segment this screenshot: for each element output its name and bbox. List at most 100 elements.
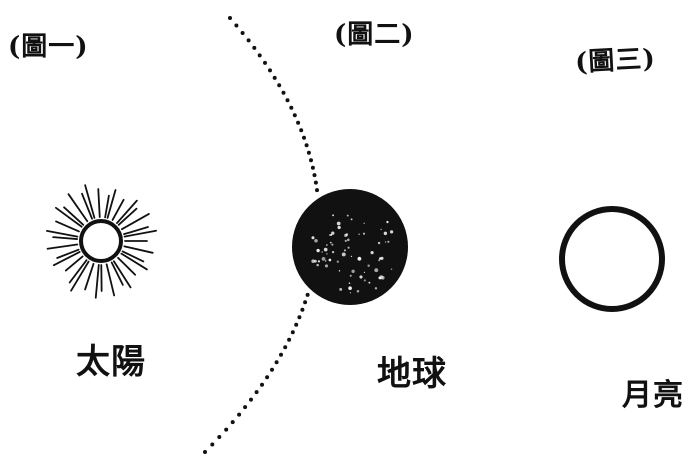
orbit-dot [249,398,253,402]
earth-speck [330,242,332,244]
orbit-dot [286,98,290,102]
sun-label: 太陽 [76,334,146,383]
earth-speck [384,232,387,235]
orbit-dot [294,323,298,327]
earth-speck [326,253,327,254]
sun-ray [96,265,99,298]
earth-speck [364,272,365,273]
orbit-dot [234,24,238,28]
earth-speck [358,257,359,258]
earth-label: 地球 [377,346,447,395]
sun-ray [124,246,152,252]
orbit-dot [314,181,318,185]
orbit-dot [306,293,310,297]
earth-speck [321,251,323,253]
orbit-dot [224,428,228,432]
earth-speck [368,282,370,284]
earth-speck [342,252,346,256]
earth-speck [350,275,352,277]
moon-circle [562,209,662,309]
earth-speck [331,232,334,235]
orbit-dot [283,345,287,349]
earth-speck [325,260,326,261]
earth-speck [385,241,386,242]
earth-speck [337,222,341,226]
orbit-dot [303,300,307,304]
orbit-dot [265,375,269,379]
sun-ray [125,231,156,237]
earth-speck [314,239,318,243]
earth-speck [367,264,369,266]
orbit-dot [315,188,319,192]
earth-speck [349,282,351,284]
earth-speck [378,242,380,244]
earth-speck [370,251,373,254]
orbit-dot [210,443,214,447]
earth-speck [326,244,328,246]
orbit-dot [258,53,262,57]
sun-ray [47,231,77,237]
earth-speck [329,234,330,235]
sun-ray [53,237,77,239]
orbit-dot [252,46,256,50]
sun-symbol [47,185,156,298]
earth-speck [337,261,339,263]
earth-speck [387,241,389,243]
earth-speck [357,290,360,293]
orbit-dot [313,173,317,177]
earth-speck [331,244,333,246]
orbit-dot [291,330,295,334]
orbit-dot [243,405,247,409]
orbit-dot [293,113,297,117]
orbit-dot [275,360,279,364]
sun-ray [98,189,99,217]
sun-ray [122,214,149,229]
earth-speck [351,270,354,273]
orbit-dot [270,368,274,372]
orbit-dot [263,61,267,65]
figure-1-label: (圖一) [8,26,89,63]
earth-speck [374,268,378,272]
earth-speck [344,249,346,251]
orbit-dot [255,390,259,394]
earth-speck [363,233,365,235]
earth-speck [332,251,334,253]
figure-2-label: (圖二) [334,14,415,51]
orbit-dot [277,83,281,87]
orbit-dot [247,38,251,42]
earth-speck [359,275,362,278]
earth-speck [390,230,393,233]
orbit-dot [268,68,272,72]
earth-speck [316,264,318,266]
earth-speck [325,264,328,267]
earth-speck [350,292,351,293]
earth-symbol [292,189,408,305]
earth-speck [363,223,364,224]
earth-speck [380,229,381,230]
moon-label: 月亮 [622,370,684,414]
earth-speck [351,218,353,220]
orbit-dot [228,16,232,20]
earth-speck [391,269,392,270]
orbit-dot [231,420,235,424]
sun-ray [85,264,93,290]
earth-speck [379,257,382,260]
sun-ray [107,264,115,295]
earth-speck [347,239,350,242]
earth-speck [386,221,388,223]
orbit-dot [217,435,221,439]
orbit-dot [282,91,286,95]
orbit-dot [296,121,300,125]
orbit-dot [279,353,283,357]
orbit-dot [311,166,315,170]
earth-speck [358,233,360,235]
earth-speck [348,247,350,249]
orbit-dot [273,76,277,80]
earth-speck [329,259,332,262]
orbit-dot [289,106,293,110]
orbit-dot [297,315,301,319]
orbit-dot [287,338,291,342]
orbit-dot [237,413,241,417]
earth-speck [324,248,328,252]
